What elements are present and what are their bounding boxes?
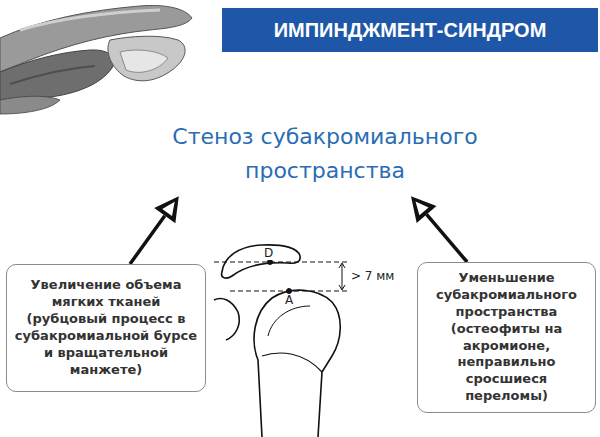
title-banner: ИМПИНДЖМЕНТ-СИНДРОМ: [222, 8, 598, 52]
arrow-head-inner: [162, 202, 174, 216]
arrow-head: [411, 196, 436, 223]
anatomic-neck: [268, 306, 310, 336]
result-heading: Стеноз субакромиального пространства: [110, 116, 540, 192]
humerus-drawing: [214, 245, 340, 437]
dimension-lines: [214, 260, 348, 294]
glenoid: [214, 299, 239, 341]
arrow-connector: [130, 196, 179, 264]
tubercle-line: [262, 353, 322, 372]
arrow-shaft: [130, 216, 165, 264]
node-text: Увеличение объема мягких тканей (рубцовы…: [13, 277, 199, 378]
arrow-connector: [411, 196, 467, 262]
shoulder-illustration: [0, 6, 192, 115]
arrow-head-inner: [416, 202, 429, 216]
cause-box: Уменьшение субакромиального пространства…: [417, 262, 596, 413]
title-text: ИМПИНДЖМЕНТ-СИНДРОМ: [274, 19, 547, 42]
arrow-head: [154, 196, 179, 223]
node-text: Уменьшение субакромиального пространства…: [423, 270, 590, 405]
node-text: Стеноз субакромиального пространства: [114, 120, 536, 188]
arrow-shaft: [427, 214, 468, 262]
humeral-head: [254, 290, 340, 437]
acromion: [222, 245, 301, 278]
dimension-label: > 7 мм: [349, 270, 396, 283]
point-label: A: [283, 294, 295, 307]
point-label: D: [262, 247, 275, 260]
cause-box: Увеличение объема мягких тканей (рубцовы…: [6, 264, 206, 392]
